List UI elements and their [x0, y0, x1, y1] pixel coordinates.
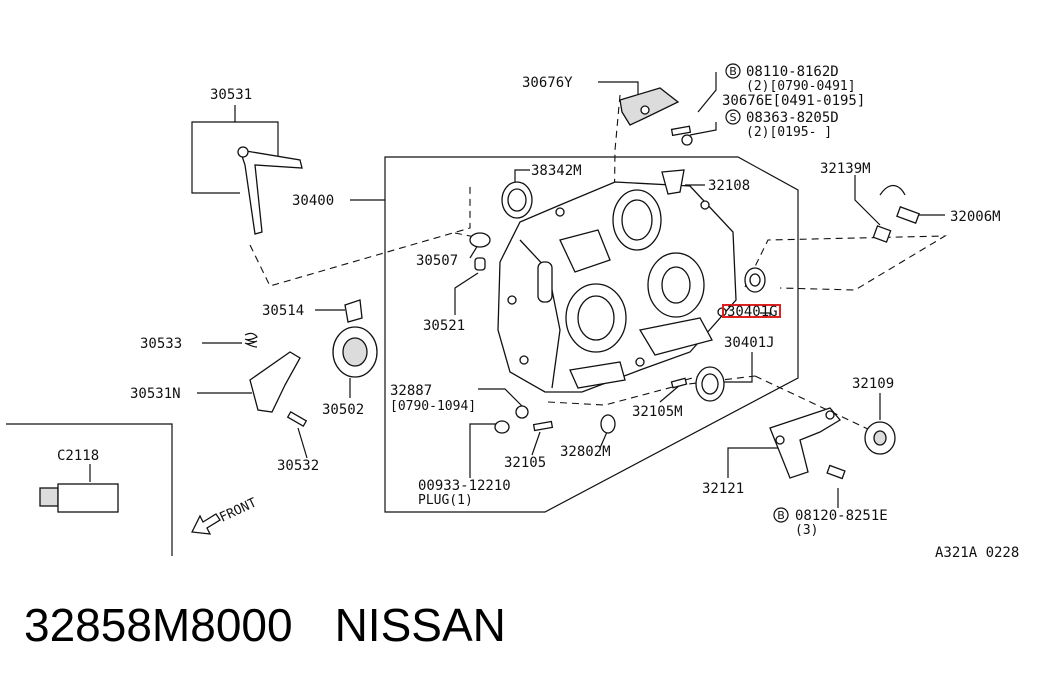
- transmission-housing: [497, 181, 737, 393]
- shift-lever-30531: [237, 146, 303, 235]
- label-32105m: 32105M: [632, 404, 683, 420]
- label-30533: 30533: [140, 336, 182, 352]
- dashed-assembly-line-sensor: [744, 235, 948, 291]
- label-30532: 30532: [277, 458, 319, 474]
- exploded-parts-diagram: B S B 30531 30400 30676Y 08110-8162D (2)…: [6, 63, 1019, 561]
- bracket-32121: [769, 407, 841, 479]
- housing-group-outline: [384, 156, 799, 513]
- dashed-assembly-line-shift: [249, 185, 471, 287]
- label-30676y: 30676Y: [522, 75, 573, 91]
- label-32887-sub: [0790-1094]: [390, 399, 476, 414]
- label-30502: 30502: [322, 402, 364, 418]
- svg-text:B: B: [729, 65, 737, 78]
- label-30401j: 30401J: [724, 335, 775, 351]
- part-32802m: [600, 414, 616, 434]
- seal-30401g: [744, 267, 766, 293]
- label-08110-sub: (2)[0790-0491]: [746, 79, 856, 94]
- svg-text:B: B: [777, 509, 785, 522]
- label-30676e: 30676E[0491-0195]: [722, 93, 865, 109]
- dashed-assembly-line-32109: [754, 375, 871, 431]
- label-00933-sub: PLUG(1): [418, 493, 473, 508]
- label-08120: 08120-8251E: [795, 508, 888, 524]
- part-32109: [864, 421, 896, 455]
- label-c2118: C2118: [57, 448, 99, 464]
- label-30514: 30514: [262, 303, 304, 319]
- circle-marker-s: S: [725, 109, 741, 125]
- part-number-title: 32858M8000: [24, 599, 293, 651]
- label-front: FRONT: [217, 495, 259, 525]
- release-bearing-30502: [332, 326, 378, 378]
- label-08120-sub: (3): [795, 523, 818, 538]
- inset-box-outline: [6, 423, 173, 556]
- label-08110: 08110-8162D: [746, 64, 839, 80]
- diagram-code: A321A 0228: [935, 545, 1019, 561]
- seal-30401j: [695, 366, 725, 402]
- clip-30514: [344, 299, 363, 323]
- circle-marker-b-top: B: [725, 63, 741, 79]
- label-30507: 30507: [416, 253, 458, 269]
- part-labels: 30531 30400 30676Y 08110-8162D (2)[0790-…: [57, 64, 1019, 561]
- brand-name: NISSAN: [334, 599, 506, 651]
- label-32108: 32108: [708, 178, 750, 194]
- label-30401g: 30401G: [727, 304, 778, 320]
- label-30400: 30400: [292, 193, 334, 209]
- bolt-08110: [670, 125, 693, 146]
- svg-text:S: S: [730, 111, 737, 124]
- part-32105m: [670, 377, 688, 389]
- label-32109: 32109: [852, 376, 894, 392]
- label-30531n: 30531N: [130, 386, 181, 402]
- label-30531: 30531: [210, 87, 252, 103]
- label-32139m: 32139M: [820, 161, 871, 177]
- speed-sensor-32006m: [872, 185, 920, 243]
- part-30507: [469, 232, 491, 271]
- label-08363-sub: (2)[0195- ]: [746, 125, 832, 140]
- label-32887: 32887: [390, 383, 432, 399]
- label-32802m: 32802M: [560, 444, 611, 460]
- pin-30532: [286, 411, 308, 427]
- label-08363: 08363-8205D: [746, 110, 839, 126]
- grease-tube-c2118: [39, 483, 119, 513]
- label-32006m: 32006M: [950, 209, 1001, 225]
- label-32105: 32105: [504, 455, 546, 471]
- plug-00933: [494, 420, 510, 434]
- spring-30533: [244, 332, 258, 348]
- front-direction-arrow: [191, 513, 221, 535]
- circle-marker-b-bottom: B: [773, 507, 789, 523]
- footer-caption: 32858M8000 NISSAN: [24, 598, 724, 668]
- part-32108: [661, 169, 685, 195]
- dashed-assembly-line-seal: [454, 232, 481, 239]
- highlighted-part-box: [722, 304, 781, 318]
- label-38342m: 38342M: [531, 163, 582, 179]
- leader-lines: [89, 72, 945, 508]
- label-30521: 30521: [423, 318, 465, 334]
- label-32121: 32121: [702, 481, 744, 497]
- label-00933: 00933-12210: [418, 478, 511, 494]
- oil-seal-38342m: [501, 181, 533, 219]
- bracket-30676y: [619, 87, 680, 126]
- plug-32887: [515, 405, 529, 419]
- shaft-32105: [532, 420, 554, 432]
- bolt-08120: [826, 464, 846, 480]
- fork-30531n: [249, 351, 301, 413]
